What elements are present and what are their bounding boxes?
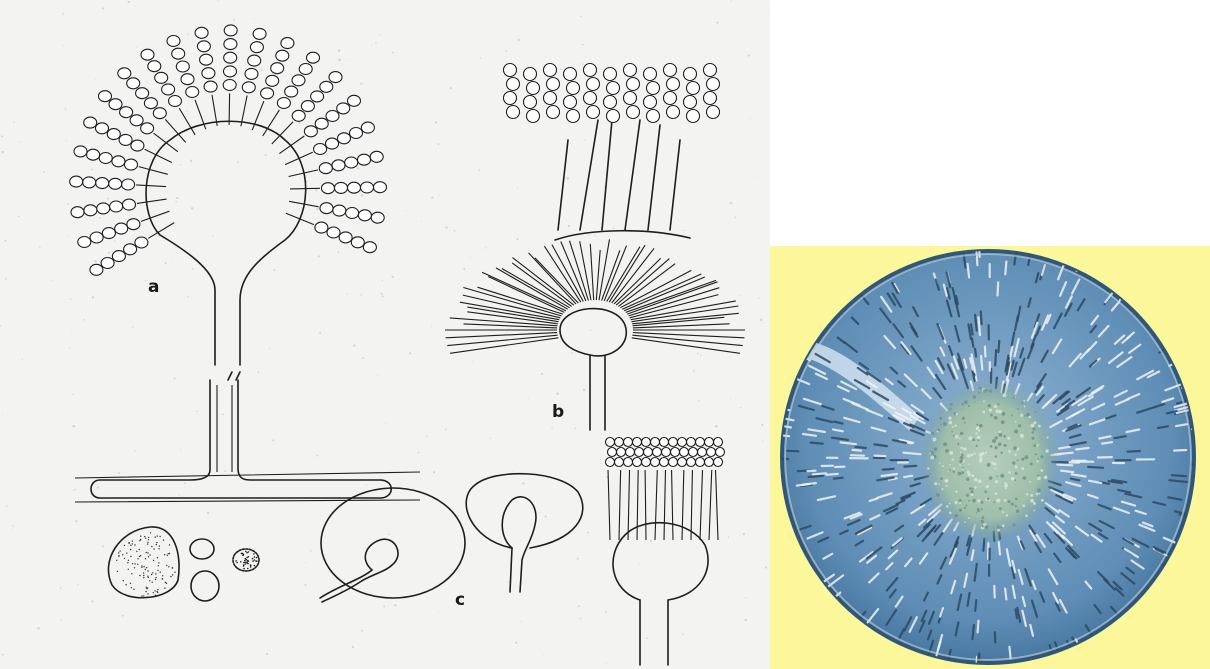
conidiophore-b: b: [445, 64, 745, 431]
spore-texture-large: [116, 532, 176, 598]
figure-label-b: b: [552, 402, 564, 422]
fungal-colony: [920, 379, 1060, 543]
foot-cell: [75, 372, 420, 502]
vesicles-c: c: [320, 474, 583, 610]
conidiophore-illustration: a b c: [0, 0, 770, 669]
phialide-rays-a: [70, 25, 387, 275]
petri-dish-photo: [770, 246, 1210, 669]
spore-columns-b: [504, 64, 720, 123]
spore-texture-small: [235, 551, 257, 570]
radiate-head-b: [445, 239, 745, 353]
illustration-svg: a b c: [0, 0, 770, 669]
conidiophore-a: a: [70, 25, 387, 365]
photo-svg: [770, 246, 1210, 669]
phialides-d: [606, 438, 725, 541]
conidiophore-d: [606, 438, 725, 666]
figure-label-c: c: [455, 590, 465, 610]
spores: [108, 527, 259, 601]
figure-label-a: a: [148, 277, 159, 297]
